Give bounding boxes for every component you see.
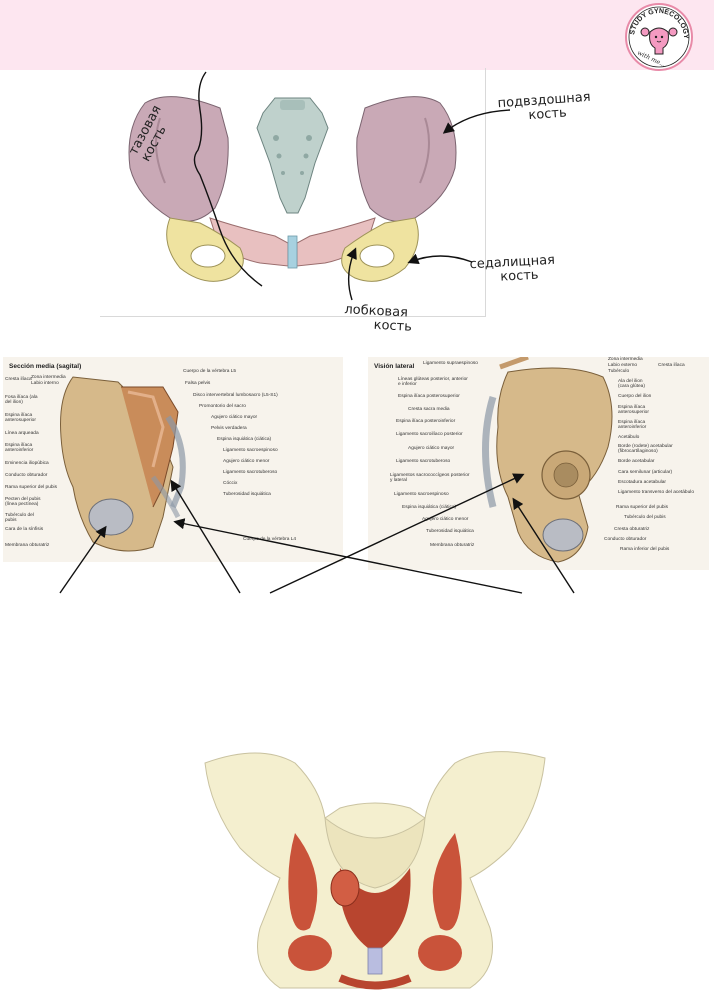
anatomy-label: Conducto obturador: [604, 537, 647, 542]
label-line: кость: [373, 317, 413, 335]
anatomy-label: Espina ilíaca anterosuperior: [5, 413, 36, 423]
sagittal-section-panel: Sección media (sagital) Cresta ilíaca Zo…: [3, 357, 343, 562]
anatomy-label: Espina ilíaca posteroinferior: [396, 419, 456, 424]
anatomy-label: Pelvis verdadera: [211, 426, 247, 431]
anatomy-label: Línea arqueada: [5, 431, 39, 436]
anatomy-label: Escotadura acetabular: [618, 480, 666, 485]
anatomy-label: Cuerpo de la vértebra L4: [243, 537, 297, 542]
model-bone-shape: [204, 751, 546, 989]
anatomy-label: Agujero ciático menor: [422, 517, 469, 522]
lateral-panel-title: Visión lateral: [374, 363, 415, 370]
anatomy-label: Líneas glúteas posterior, anterior e inf…: [398, 377, 468, 387]
anatomy-label: Espina ilíaca anteroinferior: [5, 443, 34, 453]
anatomy-label: Ligamento sacroilíaco posterior: [396, 432, 463, 437]
anatomy-label: Pecten del pubis (línea pectínea): [5, 497, 41, 507]
model-muscles-shape: [288, 833, 462, 990]
anatomy-label: Cresta ilíaca: [5, 377, 32, 382]
anatomy-label: Ala del ilion (cara glútea): [618, 379, 645, 389]
anatomy-label: Agujero ciático mayor: [211, 415, 258, 420]
anatomy-label: Conducto obturador: [5, 473, 48, 478]
label-sedalishchnaya-kost: седалищная кость: [469, 253, 556, 286]
anatomy-label: Ligamento sacroespinoso: [394, 492, 449, 497]
sacrum-shape: [256, 97, 329, 214]
anatomy-label: Cuerpo del ilion: [618, 394, 652, 399]
anatomy-label: Membrana obturatriz: [5, 543, 50, 548]
anatomy-label: Tuberosidad isquiática: [223, 492, 271, 497]
anatomy-label: Zona intermedia: [31, 375, 66, 380]
anatomy-label: Ligamento supraespinoso: [423, 361, 478, 366]
anatomy-label: Espina ilíaca anteroinferior: [618, 420, 647, 430]
anatomy-label: Agujero ciático menor: [223, 459, 270, 464]
anatomy-label: Cara de la sínfisis: [5, 527, 44, 532]
anatomy-label: Tubérculo: [608, 369, 630, 374]
anatomy-label: Cuerpo de la vértebra L5: [183, 369, 237, 374]
right-ilium-shape: [356, 96, 457, 222]
anatomy-label: Borde acetabular: [618, 459, 655, 464]
anatomy-label: Ligamento sacroespinoso: [223, 448, 278, 453]
anatomy-label: Cresta sacra media: [408, 407, 450, 412]
anatomy-label: Tubérculo del pubis: [624, 515, 666, 520]
anatomy-label: Labio interno: [31, 381, 59, 386]
anatomy-label: Labio externo: [608, 363, 638, 368]
sagittal-panel-title: Sección media (sagital): [9, 363, 82, 370]
anatomy-label: Cresta obturatriz: [614, 527, 650, 532]
anatomy-label: Espina ilíaca posterosuperior: [398, 394, 460, 399]
header-band: [0, 0, 714, 70]
label-podvzdoshnaya-kost: подвздошная кость: [497, 90, 592, 125]
anatomy-label: Ligamento sacrotuberoso: [223, 470, 278, 475]
anatomy-label: Ligamento transverso del acetábulo: [618, 490, 694, 495]
pelvis-model-photo: [200, 738, 550, 993]
anatomy-label: Fosa ilíaca (ala del ilion): [5, 395, 38, 405]
study-gynecology-logo: STUDY GYNECOLOGY with me...: [624, 2, 694, 72]
anatomy-label: Tuberosidad isquiática: [426, 529, 474, 534]
lateral-hip-bone-shape: [482, 357, 613, 563]
sagittal-hip-bone-shape: [60, 376, 186, 552]
anatomy-label: Tubérculo del pubis: [5, 513, 34, 523]
anatomy-label: Membrana obturatriz: [430, 543, 475, 548]
anatomy-label: Cóccix: [223, 481, 238, 486]
anatomy-label: Rama superior del pubis: [5, 485, 57, 490]
anatomy-label: Cara semilunar (articular): [618, 470, 673, 475]
anatomy-label: Rama superior del pubis: [616, 505, 668, 510]
anatomy-label: Rama inferior del pubis: [620, 547, 670, 552]
anatomy-label: Espina isquiática (ciática): [402, 505, 457, 510]
anatomy-label: Espina isquiática (ciática): [217, 437, 272, 442]
anatomy-label: Disco intervertebral lumbosacro (L5-S1): [193, 393, 278, 398]
uterus-mascot-icon: [640, 27, 678, 55]
anatomy-label: Borde (rodete) acetabular (fibrocartílag…: [618, 444, 673, 454]
anatomy-label: Eminencia iliopúbica: [5, 461, 49, 466]
anatomy-label: Agujero ciático mayor: [408, 446, 455, 451]
anatomy-label: Acetábulo: [618, 435, 640, 440]
anatomy-label: Falsa pelvis: [185, 381, 211, 386]
anatomy-label: Promontorio del sacro: [199, 404, 246, 409]
anatomy-label: Cresta ilíaca: [658, 363, 685, 368]
anatomy-label: Ligamentos sacrococcígeos posterior y la…: [390, 473, 470, 483]
anatomy-label: Espina ilíaca anterosuperior: [618, 405, 649, 415]
label-lobkovaya-kost: лобковая кость: [343, 302, 413, 335]
lateral-view-panel: Visión lateral Ligamento supraespinoso L…: [368, 357, 709, 570]
anatomy-label: Zona intermedia: [608, 357, 643, 362]
anatomy-label: Ligamento sacrotuberoso: [396, 459, 451, 464]
